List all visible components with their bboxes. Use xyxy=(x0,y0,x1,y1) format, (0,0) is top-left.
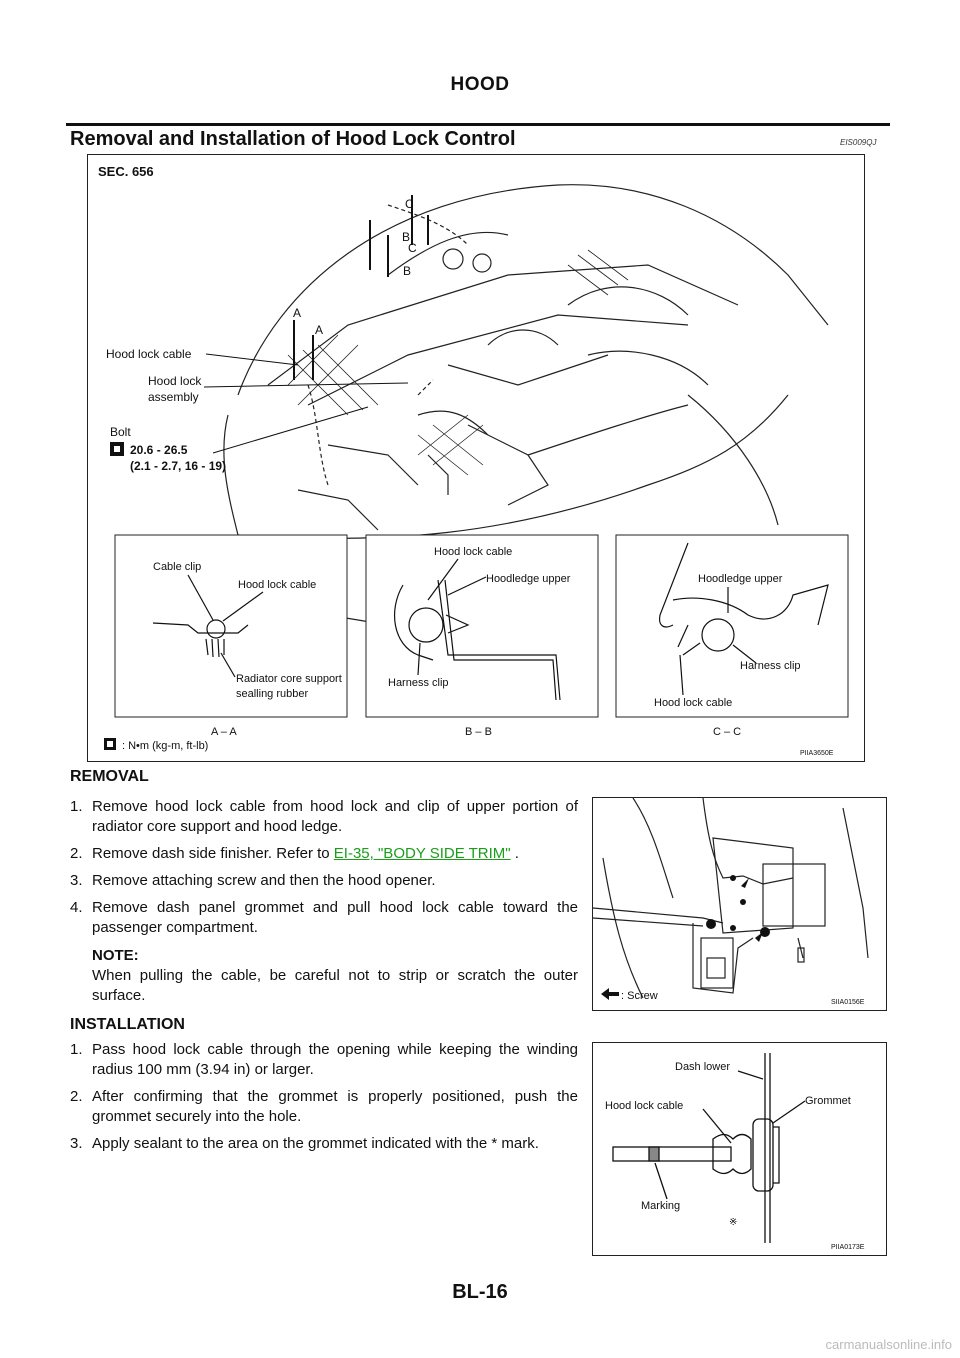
step-text: Remove attaching screw and then the hood… xyxy=(92,872,436,889)
torque-legend-icon xyxy=(104,738,116,750)
inset-bb-caption: B – B xyxy=(465,726,492,738)
mark-a1: A xyxy=(293,306,301,320)
step-text: Apply sealant to the area on the grommet… xyxy=(92,1135,539,1152)
callout-bolt: Bolt xyxy=(110,425,131,439)
torque-wrench-icon xyxy=(110,442,124,456)
installation-steps: 1. Pass hood lock cable through the openi… xyxy=(70,1040,578,1161)
inset-bb-hood-lock-cable: Hood lock cable xyxy=(434,546,512,558)
inset-aa-cable-clip: Cable clip xyxy=(153,561,201,573)
installation-heading: INSTALLATION xyxy=(70,1016,185,1033)
mark-b1: B xyxy=(402,230,410,244)
mark-c1: C xyxy=(405,197,414,211)
label-grommet: Grommet xyxy=(805,1095,851,1107)
removal-heading: REMOVAL xyxy=(70,768,149,785)
leader-bolt xyxy=(212,406,369,454)
installation-figure-drawing: Dash lower Hood lock cable Grommet Marki… xyxy=(605,1053,865,1251)
inset-cc-frame xyxy=(615,534,849,718)
title-rule xyxy=(66,123,890,126)
running-head: HOOD xyxy=(450,74,510,95)
callout-hood-lock-1: Hood lock xyxy=(148,374,202,388)
note-label: NOTE: xyxy=(92,947,139,964)
removal-figure: : Screw SIIA0156E xyxy=(592,797,887,1011)
figure-id: PIIA0173E xyxy=(831,1244,865,1251)
leader-hood-lock xyxy=(203,382,409,388)
removal-step-1: 1. Remove hood lock cable from hood lock … xyxy=(70,797,578,837)
step-number: 3. xyxy=(70,1135,83,1152)
installation-step-2: 2. After confirming that the grommet is p… xyxy=(70,1087,578,1127)
removal-figure-drawing: : Screw SIIA0156E xyxy=(593,798,869,1006)
installation-step-1: 1. Pass hood lock cable through the openi… xyxy=(70,1040,578,1080)
note-text: When pulling the cable, be careful not t… xyxy=(92,967,578,1004)
step-number: 1. xyxy=(70,1041,83,1058)
main-figure: A A B B C C SEC. 656 Hood lock cable Hoo… xyxy=(87,154,865,762)
watermark: carmanualsonline.info xyxy=(825,1337,952,1352)
sealant-mark-icon: ※ xyxy=(729,1217,737,1228)
figure-id: PIIA3650E xyxy=(800,750,834,757)
inset-bb-frame xyxy=(365,534,599,718)
page-number: BL-16 xyxy=(452,1281,508,1303)
section-code: EIS009QJ xyxy=(840,138,877,147)
inset-aa-frame xyxy=(114,534,348,718)
removal-step-2: 2. Remove dash side finisher. Refer to EI… xyxy=(70,844,578,864)
step-text: Remove hood lock cable from hood lock an… xyxy=(92,798,578,835)
inset-bb-harness-clip: Harness clip xyxy=(388,677,449,689)
step-text: Pass hood lock cable through the opening… xyxy=(92,1041,578,1078)
inset-aa-hood-lock-cable: Hood lock cable xyxy=(238,579,316,591)
inset-cc-caption: C – C xyxy=(713,726,741,738)
section-title: Removal and Installation of Hood Lock Co… xyxy=(70,128,516,150)
mark-c2: C xyxy=(408,241,417,255)
inset-aa-caption: A – A xyxy=(211,726,237,738)
step-number: 2. xyxy=(70,845,83,862)
inset-cc-hood-lock-cable: Hood lock cable xyxy=(654,697,732,709)
mark-b2: B xyxy=(403,264,411,278)
label-marking: Marking xyxy=(641,1200,680,1212)
step-text: After confirming that the grommet is pro… xyxy=(92,1088,578,1125)
removal-step-4: 4. Remove dash panel grommet and pull hoo… xyxy=(70,898,578,1006)
torque-legend: : N•m (kg-m, ft-lb) xyxy=(122,740,208,752)
torque-value: 20.6 - 26.5 xyxy=(130,443,188,457)
mark-a2: A xyxy=(315,323,323,337)
screw-arrow-icon xyxy=(601,988,619,1000)
step-number: 3. xyxy=(70,872,83,889)
removal-step-3: 3. Remove attaching screw and then the ho… xyxy=(70,871,578,891)
main-figure-drawing: A A B B C C SEC. 656 Hood lock cable Hoo… xyxy=(98,164,849,757)
installation-figure: Dash lower Hood lock cable Grommet Marki… xyxy=(592,1042,887,1256)
torque-value-imperial: (2.1 - 2.7, 16 - 19) xyxy=(130,459,226,473)
installation-step-3: 3. Apply sealant to the area on the gromm… xyxy=(70,1134,578,1154)
inset-aa-radiator-2: sealling rubber xyxy=(236,688,308,700)
step-text: Remove dash side finisher. Refer to xyxy=(92,845,334,862)
step-number: 4. xyxy=(70,899,83,916)
sec-number: SEC. 656 xyxy=(98,164,154,179)
inset-aa-radiator-1: Radiator core support xyxy=(236,673,342,685)
inset-bb-hoodledge-upper: Hoodledge upper xyxy=(486,573,571,585)
reference-link[interactable]: EI-35, "BODY SIDE TRIM" xyxy=(333,845,511,862)
callout-hood-lock-2: assembly xyxy=(148,390,199,404)
leader-hood-lock-cable xyxy=(205,353,299,366)
step-number: 2. xyxy=(70,1088,83,1105)
step-number: 1. xyxy=(70,798,83,815)
callout-hood-lock-cable: Hood lock cable xyxy=(106,347,192,361)
figure-id: SIIA0156E xyxy=(831,999,865,1006)
step-text: Remove dash panel grommet and pull hood … xyxy=(92,899,578,936)
removal-steps: 1. Remove hood lock cable from hood lock … xyxy=(70,797,578,1013)
inset-cc-harness-clip: Harness clip xyxy=(740,660,801,672)
inset-cc-hoodledge-upper: Hoodledge upper xyxy=(698,573,783,585)
step-text-tail: . xyxy=(510,845,519,862)
label-hood-lock-cable: Hood lock cable xyxy=(605,1100,683,1112)
screw-legend: : Screw xyxy=(621,990,658,1002)
label-dash-lower: Dash lower xyxy=(675,1061,730,1073)
